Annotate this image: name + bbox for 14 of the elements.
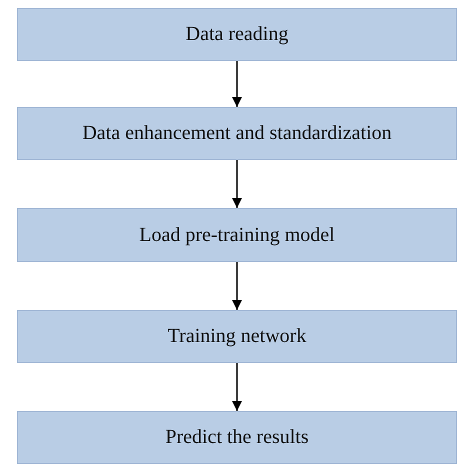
step-label: Predict the results xyxy=(165,426,309,449)
step-label: Training network xyxy=(168,325,306,348)
step-label: Data enhancement and standardization xyxy=(82,122,392,145)
process-box xyxy=(17,107,457,160)
process-box xyxy=(17,310,457,363)
process-box xyxy=(17,411,457,464)
arrow xyxy=(232,61,242,107)
arrow xyxy=(232,262,242,310)
process-box xyxy=(17,8,457,61)
arrow xyxy=(232,363,242,411)
process-box xyxy=(17,208,457,262)
step-label: Load pre-training model xyxy=(139,224,335,246)
arrow xyxy=(232,160,242,208)
step-label: Data reading xyxy=(186,23,288,46)
